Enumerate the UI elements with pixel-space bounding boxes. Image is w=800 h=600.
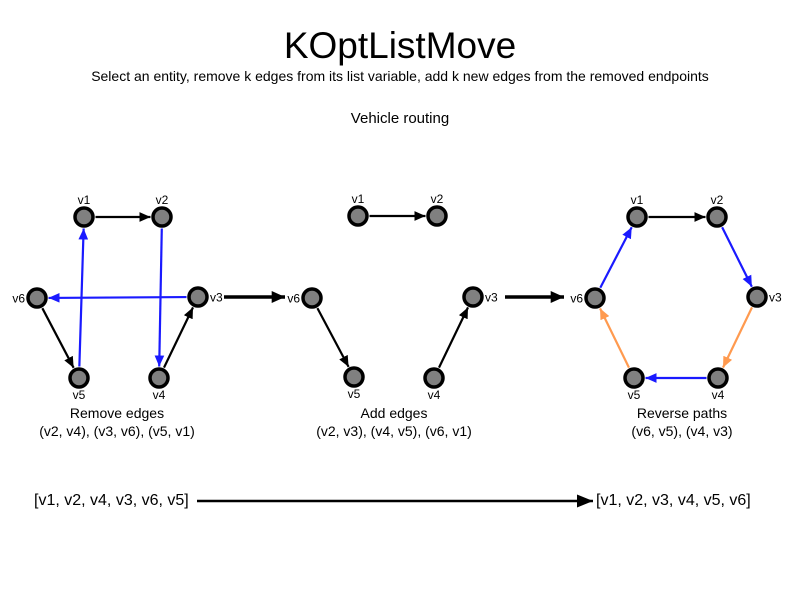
page-title: KOptListMove — [283, 25, 517, 66]
node-label-v4: v4 — [153, 388, 166, 402]
edge-v6-v1 — [599, 226, 633, 289]
caption-remove-edges: Remove edges — [70, 405, 164, 421]
list-before: [v1, v2, v4, v3, v6, v5] — [34, 492, 189, 509]
node-label-v5: v5 — [348, 387, 361, 401]
graph-reverse-paths: v1 v2 v6 v3 v5 v4 — [570, 193, 782, 402]
node-label-v6: v6 — [287, 292, 300, 306]
node-v2 — [426, 205, 448, 227]
node-label-v6: v6 — [570, 292, 583, 306]
node-label-v1: v1 — [631, 193, 644, 207]
caption-add-edges: Add edges — [361, 405, 428, 421]
edge-v3-v4 — [721, 306, 754, 369]
page-subtitle: Select an entity, remove k edges from it… — [91, 68, 709, 84]
node-label-v4: v4 — [712, 388, 725, 402]
node-v6 — [301, 287, 323, 309]
node-label-v3: v3 — [485, 291, 498, 305]
list-after: [v1, v2, v3, v4, v5, v6] — [596, 492, 751, 509]
edge-v4-v3 — [437, 306, 470, 369]
caption-remove-edges-detail: (v2, v4), (v3, v6), (v5, v1) — [39, 423, 195, 439]
edge-v6-v5 — [41, 307, 75, 369]
caption-reverse-paths-detail: (v6, v5), (v4, v3) — [631, 423, 732, 439]
node-label-v3: v3 — [769, 291, 782, 305]
node-v1 — [73, 206, 95, 228]
node-label-v1: v1 — [78, 193, 91, 207]
edge-v4-v3 — [162, 306, 195, 369]
node-v3 — [462, 286, 484, 308]
node-v5 — [623, 367, 645, 389]
graph-remove-edges: v1 v2 v6 v3 v5 v4 — [12, 193, 223, 402]
node-v4 — [423, 367, 445, 389]
node-label-v4: v4 — [428, 388, 441, 402]
node-v2 — [706, 206, 728, 228]
node-v4 — [148, 367, 170, 389]
node-label-v6: v6 — [12, 292, 25, 306]
node-label-v5: v5 — [73, 388, 86, 402]
node-v5 — [68, 367, 90, 389]
node-label-v2: v2 — [431, 192, 444, 206]
node-v2 — [151, 206, 173, 228]
node-v6 — [584, 287, 606, 309]
node-v1 — [626, 206, 648, 228]
node-v3 — [746, 286, 768, 308]
edge-v5-v6 — [599, 307, 630, 369]
section-label: Vehicle routing — [350, 110, 450, 127]
node-v5 — [343, 366, 365, 388]
edge-v6-v5 — [316, 307, 350, 368]
node-label-v2: v2 — [156, 193, 169, 207]
diagram-graphics: v1 v2 v6 v3 v5 v4 v1 v2 v6 v3 v5 v4 v1 v2 v6 v3 v5 v4 — [12, 192, 782, 508]
node-v1 — [347, 205, 369, 227]
node-v3 — [187, 286, 209, 308]
node-v4 — [707, 367, 729, 389]
node-v6 — [26, 287, 48, 309]
node-label-v2: v2 — [711, 193, 724, 207]
edge-v5-v1 — [78, 228, 89, 367]
caption-reverse-paths: Reverse paths — [637, 405, 727, 421]
node-label-v5: v5 — [628, 388, 641, 402]
node-label-v1: v1 — [352, 192, 365, 206]
caption-add-edges-detail: (v2, v3), (v4, v5), (v6, v1) — [316, 423, 472, 439]
edge-v2-v3 — [721, 226, 753, 288]
node-label-v3: v3 — [210, 291, 223, 305]
graph-add-edges: v1 v2 v6 v3 v5 v4 — [287, 192, 498, 402]
edge-v3-v6 — [48, 293, 187, 303]
